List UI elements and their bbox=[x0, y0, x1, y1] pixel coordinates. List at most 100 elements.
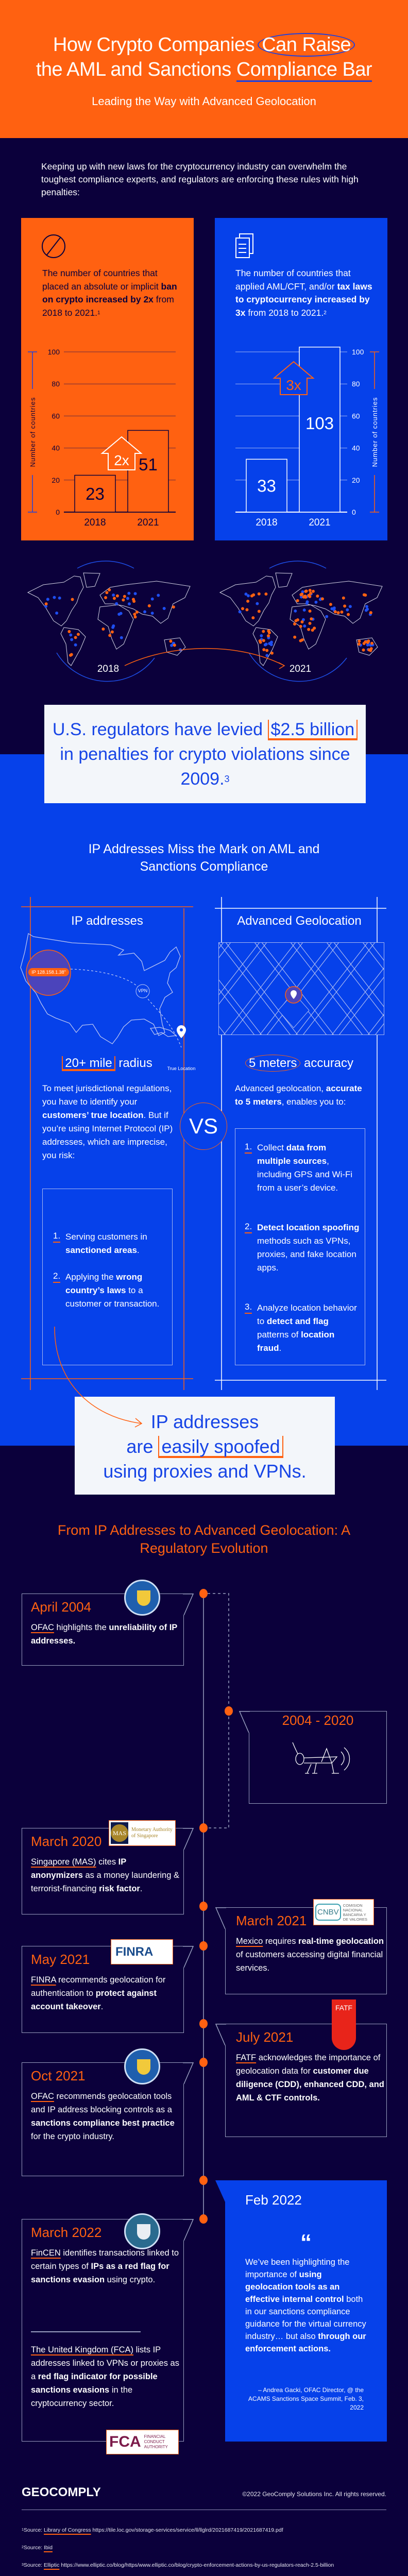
map-dot-blue bbox=[314, 600, 318, 604]
vs-badge: VS bbox=[180, 1103, 227, 1150]
mas-name: Monetary Authority of Singapore bbox=[131, 1827, 173, 1839]
ip-section-heading: IP Addresses Miss the Mark on AML and Sa… bbox=[88, 842, 320, 874]
map-dot-orange bbox=[304, 596, 308, 599]
y-axis-label: Number of countries bbox=[29, 397, 37, 467]
street-line bbox=[331, 967, 384, 1035]
map-dot-orange bbox=[293, 635, 297, 639]
y-tick-label: 40 bbox=[52, 444, 60, 452]
source-url[interactable]: https://tile.loc.gov/storage-services/se… bbox=[91, 2527, 283, 2533]
map-dot-blue bbox=[265, 654, 269, 657]
bold-text: tax laws to cryptocurrency increased by … bbox=[235, 281, 372, 318]
header-banner bbox=[0, 0, 408, 138]
list-item: 1.Serving customers in sanctioned areas. bbox=[53, 1230, 168, 1257]
map-dot-orange bbox=[307, 628, 311, 631]
map-dot-blue bbox=[119, 612, 123, 615]
street-line bbox=[218, 942, 231, 959]
bold-text: unreliability of IP addresses. bbox=[31, 1623, 177, 1646]
source-url[interactable]: https://www.elliptic.co/blog/https/www.e… bbox=[59, 2562, 334, 2568]
list-item: 3.Analyze location behavior to detect an… bbox=[245, 1301, 360, 1355]
stat-text-tax: The number of countries that applied AML… bbox=[235, 267, 375, 319]
title-circled-text: Can Raise bbox=[258, 33, 355, 57]
radius-highlight: 20+ mile bbox=[62, 1056, 115, 1070]
ip-radius-label: 20+ mile radius bbox=[30, 1056, 184, 1071]
map-dot-orange bbox=[342, 596, 345, 600]
spoof-callout bbox=[75, 1397, 335, 1495]
map-dot-orange bbox=[110, 630, 114, 634]
text-segment: . bbox=[279, 1343, 282, 1353]
growth-badge: 2x bbox=[114, 452, 129, 468]
page-title-line2: the AML and Sanctions Compliance Bar bbox=[0, 57, 408, 82]
text-segment: . bbox=[137, 1245, 140, 1255]
bold-text: location fraud bbox=[257, 1330, 335, 1353]
seal-emblem-icon bbox=[137, 2059, 150, 2075]
street-line bbox=[326, 942, 384, 1017]
penalty-amount-highlight: $2.5 billion bbox=[267, 720, 358, 739]
location-pin-icon bbox=[177, 1025, 186, 1038]
callout-notch bbox=[183, 1593, 194, 1615]
map-dot-orange bbox=[367, 639, 370, 643]
y-tick-label: 100 bbox=[352, 348, 364, 356]
timeline-event: 2004 - 2020 bbox=[239, 1710, 387, 1804]
y-tick-label: 0 bbox=[56, 508, 60, 516]
curved-arrow-icon bbox=[54, 1326, 143, 1428]
divider bbox=[31, 2331, 141, 2332]
text-segment: Collect bbox=[257, 1143, 286, 1153]
map-dot-orange bbox=[308, 588, 312, 592]
footnote-marker: 3 bbox=[22, 2563, 24, 2567]
accuracy-highlight: 5 meters bbox=[245, 1055, 301, 1072]
event-date: July 2021 bbox=[236, 2029, 294, 2045]
map-dot-orange bbox=[246, 599, 250, 603]
map-dot-orange bbox=[169, 639, 173, 643]
map-dot-blue bbox=[133, 592, 137, 596]
text-segment: from 2018 to 2021. bbox=[42, 294, 174, 318]
rich-text: Detect location spoofing methods such as… bbox=[257, 1223, 359, 1273]
copyright: ©2022 GeoComply Solutions Inc. All right… bbox=[242, 2490, 386, 2498]
underlined-source: FINRA bbox=[31, 1975, 56, 1985]
notch-fill bbox=[215, 2180, 226, 2202]
map-dot-orange bbox=[115, 594, 119, 598]
vpn-label: VPN bbox=[138, 988, 148, 993]
map-dot-orange bbox=[262, 639, 265, 642]
text-line: are easily spoofed bbox=[75, 1434, 335, 1459]
bar-value-label: 51 bbox=[139, 455, 158, 474]
event-description: FinCEN identifies transactions linked to… bbox=[31, 2246, 180, 2286]
timeline-event: Feb 2022“We’ve been highlighting the imp… bbox=[215, 2180, 387, 2442]
mas-mark: MAS bbox=[111, 1822, 128, 1844]
map-dot-blue bbox=[44, 604, 47, 608]
map-dot-orange bbox=[300, 620, 304, 624]
text-segment: cites bbox=[96, 1857, 118, 1867]
cnbv-mark: CNBV bbox=[315, 1904, 341, 1921]
fincen-seal bbox=[124, 2213, 160, 2249]
street-line bbox=[367, 1013, 384, 1035]
timeline-dot bbox=[199, 1902, 208, 1911]
seal-emblem-icon bbox=[137, 1590, 150, 1606]
list-number: 2. bbox=[245, 1221, 252, 1233]
map-dot-blue bbox=[305, 601, 309, 605]
list-number: 1. bbox=[245, 1141, 252, 1154]
map-label-2021: 2021 bbox=[289, 664, 312, 674]
map-dot-blue bbox=[365, 605, 368, 608]
text-segment: . bbox=[140, 1884, 143, 1893]
event-date: May 2021 bbox=[31, 1952, 90, 1967]
street-line bbox=[295, 942, 376, 1035]
map-dot-orange bbox=[262, 648, 266, 651]
text-segment: . But if you’re using Internet Protocol … bbox=[42, 1110, 173, 1160]
y-tick-label: 20 bbox=[352, 476, 360, 484]
bold-text: Detect location spoofing bbox=[257, 1223, 360, 1232]
subtitle: Leading the Way with Advanced Geolocatio… bbox=[92, 95, 316, 108]
grasshopper-icon bbox=[292, 1742, 350, 1774]
source-label: Source: bbox=[23, 2527, 44, 2533]
event-date: March 2020 bbox=[31, 1834, 102, 1849]
text-segment: Serving customers in bbox=[65, 1232, 147, 1242]
map-dot-blue bbox=[260, 634, 263, 638]
map-dot-blue bbox=[143, 610, 147, 614]
bold-text: customer due diligence (CDD), enhanced C… bbox=[236, 2066, 384, 2103]
map-dot-blue bbox=[112, 594, 115, 597]
bold-text: real-time geolocation bbox=[298, 1937, 384, 1946]
map-dot-orange bbox=[313, 626, 316, 630]
map-dot-blue bbox=[238, 610, 242, 614]
map-dot-orange bbox=[296, 599, 299, 602]
text-segment: Analyze location behavior to bbox=[257, 1303, 357, 1326]
event-date: April 2004 bbox=[31, 1599, 92, 1615]
